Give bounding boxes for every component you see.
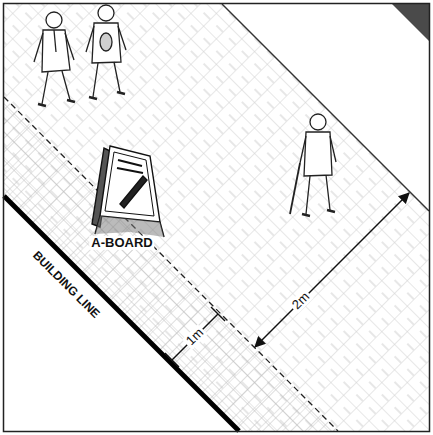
band-edge bbox=[4, 97, 338, 431]
dimension-label: 2m bbox=[288, 288, 314, 314]
cane-user bbox=[290, 114, 336, 216]
pedestrian bbox=[86, 5, 126, 99]
frame bbox=[4, 4, 430, 432]
a-board bbox=[92, 146, 164, 237]
pedestrian bbox=[34, 12, 75, 106]
line-label: BUILDING LINE bbox=[29, 248, 104, 323]
paving-band bbox=[4, 97, 338, 431]
part-label: A-BOARD bbox=[89, 236, 154, 250]
pavement bbox=[4, 4, 429, 431]
dimension-arrow bbox=[255, 193, 409, 347]
dimension-ticks bbox=[165, 307, 225, 367]
kerb-line bbox=[222, 4, 429, 211]
building-line bbox=[4, 196, 239, 431]
road-corner bbox=[392, 4, 429, 41]
dimension-label: 1m bbox=[182, 324, 208, 350]
